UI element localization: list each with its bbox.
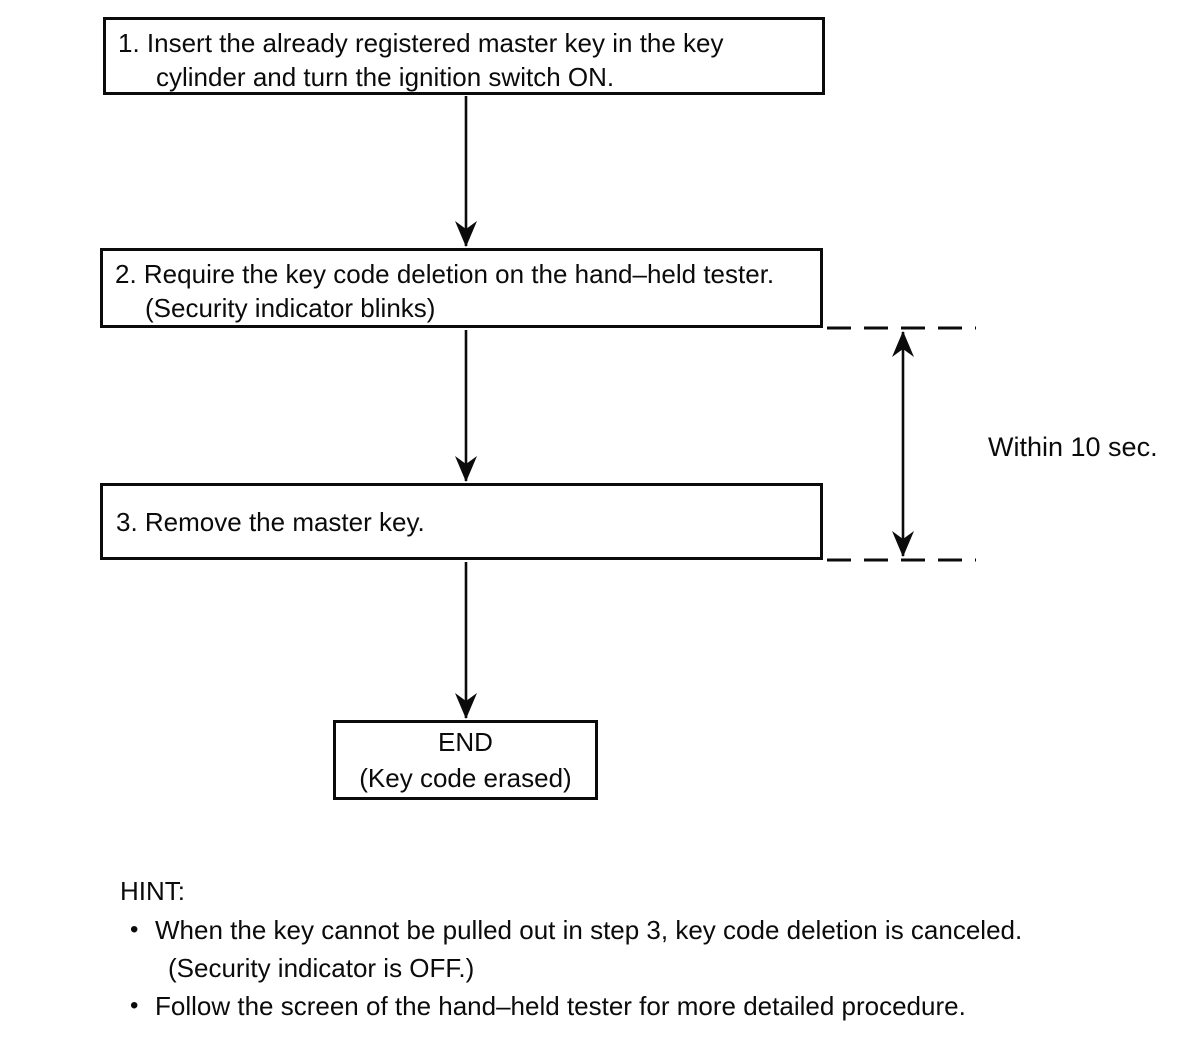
hint-item-1-line-1: When the key cannot be pulled out in ste… — [155, 915, 1023, 945]
hint-item: • When the key cannot be pulled out in s… — [120, 911, 1140, 987]
flow-step-1-line-2: cylinder and turn the ignition switch ON… — [156, 62, 615, 92]
hint-title: HINT: — [120, 876, 185, 906]
hint-item-1-line-2: (Security indicator is OFF.) — [168, 953, 475, 983]
timing-label: Within 10 sec. — [988, 432, 1158, 462]
flow-end-line-2: (Key code erased) — [359, 763, 572, 793]
hint-item-text: Follow the screen of the hand–held teste… — [155, 987, 966, 1025]
flow-step-1-line-1: 1. Insert the already registered master … — [118, 28, 724, 58]
flow-step-1-box: 1. Insert the already registered master … — [103, 17, 825, 95]
flow-step-2-line-2: (Security indicator blinks) — [145, 293, 436, 323]
hint-section: HINT: • When the key cannot be pulled ou… — [120, 872, 1140, 1025]
hint-item-text: When the key cannot be pulled out in ste… — [155, 911, 1022, 987]
flow-step-2-box: 2. Require the key code deletion on the … — [100, 248, 823, 328]
flow-end-box: END (Key code erased) — [333, 720, 598, 800]
hint-item-2-line-1: Follow the screen of the hand–held teste… — [155, 991, 966, 1021]
flow-step-3-line-1: 3. Remove the master key. — [116, 506, 425, 537]
bullet-icon: • — [130, 992, 139, 1019]
bullet-icon: • — [130, 916, 139, 943]
flow-end-line-1: END — [438, 727, 493, 757]
flow-step-3-box: 3. Remove the master key. — [100, 483, 823, 560]
hint-item: • Follow the screen of the hand–held tes… — [120, 987, 1140, 1025]
flow-step-2-line-1: 2. Require the key code deletion on the … — [115, 259, 775, 289]
